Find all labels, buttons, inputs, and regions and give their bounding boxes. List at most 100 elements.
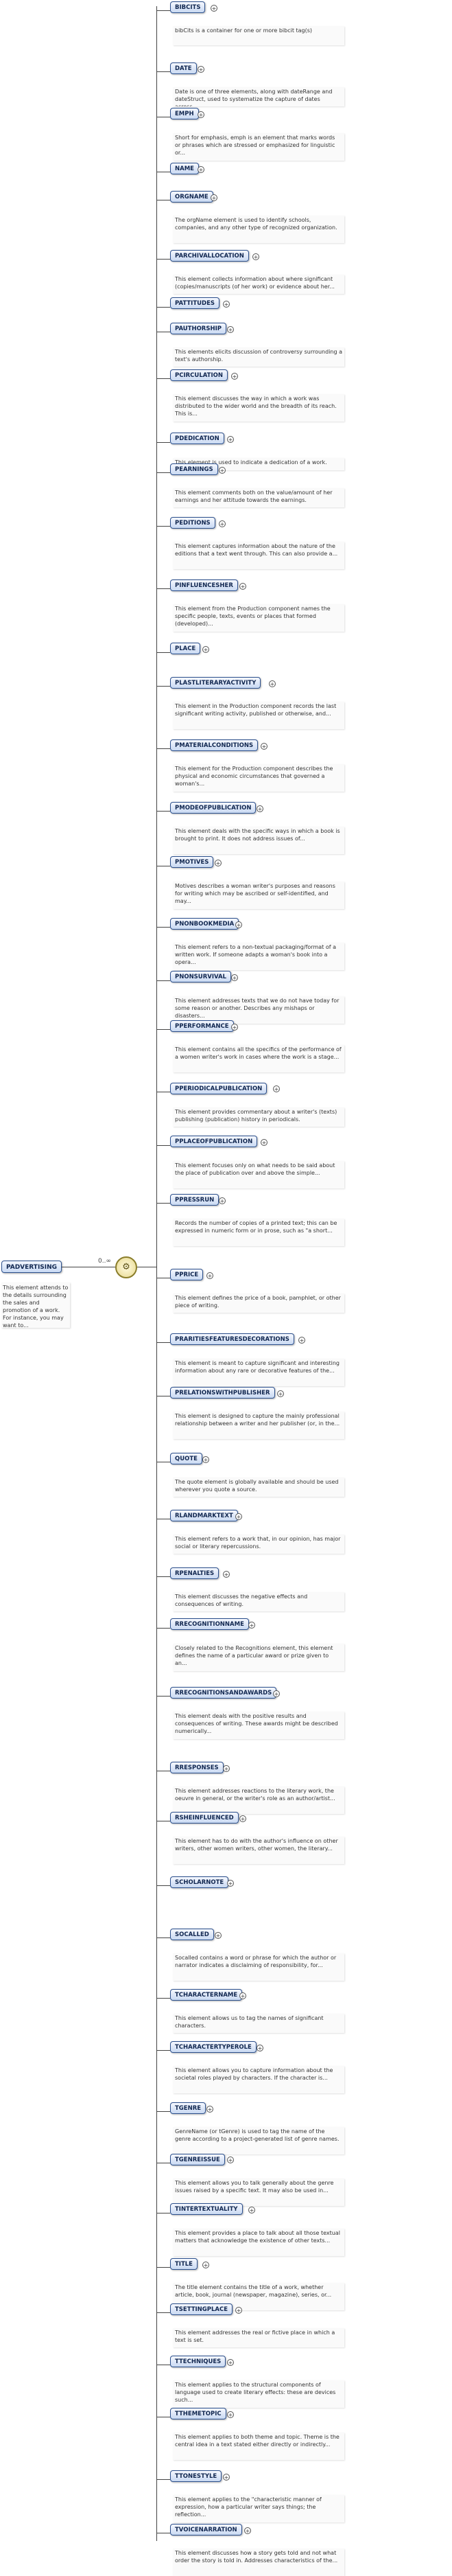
child-element-tvoicenarration[interactable]: TVOICENARRATION [170, 2523, 242, 2535]
child-element-description: This elements elicits discussion of cont… [173, 347, 344, 367]
expand-icon[interactable]: + [261, 742, 267, 750]
expand-icon[interactable]: + [198, 65, 204, 73]
child-element-tthemetopic[interactable]: TTHEMETOPIC [170, 2408, 226, 2420]
expand-icon[interactable]: + [269, 680, 276, 687]
expand-icon[interactable]: + [215, 860, 222, 867]
expand-icon[interactable]: + [206, 2106, 213, 2113]
child-element-quote[interactable]: QUOTE [170, 1452, 202, 1464]
expand-icon[interactable]: + [227, 325, 234, 333]
child-element-ppressrun[interactable]: PPRESSRUN [170, 1193, 219, 1206]
child-element-pdedication[interactable]: PDEDICATION [170, 433, 224, 445]
child-element-rresponses[interactable]: RRESPONSES [170, 1761, 224, 1773]
child-element-parchivallocation[interactable]: PARCHIVALLOCATION [170, 249, 249, 262]
child-element-name[interactable]: NAME [170, 162, 199, 174]
child-element-pauthorship[interactable]: PAUTHORSHIP [170, 322, 226, 334]
child-element-tsettingplace[interactable]: TSETTINGPLACE [170, 2303, 233, 2315]
expand-icon[interactable]: + [215, 1931, 222, 1939]
expand-icon[interactable]: + [248, 2207, 255, 2214]
child-element-tcharactertyperole[interactable]: TCHARACTERTYPEROLE [170, 2040, 257, 2053]
expand-icon[interactable]: + [261, 1139, 267, 1147]
child-element-pprice[interactable]: PPRICE [170, 1268, 204, 1280]
child-element-rlandmarktext[interactable]: RLANDMARKTEXT [170, 1509, 238, 1521]
expand-icon[interactable]: + [223, 1764, 230, 1772]
child-element-pnonbookmedia[interactable]: PNONBOOKMEDIA [170, 917, 239, 930]
expand-icon[interactable]: + [257, 2044, 263, 2051]
expand-icon[interactable]: + [227, 2358, 234, 2366]
child-element-pnonsurvival[interactable]: PNONSURVIVAL [170, 971, 231, 983]
expand-icon[interactable]: + [239, 1992, 246, 1999]
expand-icon[interactable]: + [211, 194, 217, 201]
child-element-tcharactername[interactable]: TCHARACTERNAME [170, 1988, 243, 2001]
expand-icon[interactable]: + [277, 1390, 284, 1397]
child-element-ttechniques[interactable]: TTECHNIQUES [170, 2355, 226, 2367]
expand-icon[interactable]: + [219, 466, 226, 474]
child-element-rsheinfluenced[interactable]: RSHEINFLUENCED [170, 1811, 239, 1824]
child-element-tgenre[interactable]: TGENRE [170, 2102, 206, 2115]
expand-icon[interactable]: + [244, 2527, 251, 2534]
expand-icon[interactable]: + [231, 372, 238, 380]
child-element-emph[interactable]: EMPH [170, 108, 199, 120]
expand-icon[interactable]: + [223, 2474, 230, 2481]
expand-icon[interactable]: + [202, 646, 209, 654]
child-element-pinfluencesher[interactable]: PINFLUENCESHER [170, 579, 238, 591]
child-element-rrecognitionname[interactable]: RRECOGNITIONNAME [170, 1618, 249, 1631]
expand-icon[interactable]: + [273, 1690, 280, 1697]
expand-icon[interactable]: + [248, 1622, 255, 1629]
expand-icon[interactable]: + [239, 1815, 246, 1822]
child-element-description: This element discusses the negative effe… [173, 1592, 344, 1612]
child-element-scholarnote[interactable]: SCHOLARNOTE [170, 1876, 229, 1888]
child-element-bibcits[interactable]: BIBCITS [170, 1, 206, 13]
child-element-praritiesfeaturesdecorations[interactable]: PRARITIESFEATURESDECORATIONS [170, 1333, 294, 1346]
expand-icon[interactable]: + [198, 111, 204, 119]
expand-icon[interactable]: + [298, 1337, 305, 1344]
expand-icon[interactable]: + [211, 4, 217, 12]
expand-icon[interactable]: + [219, 1197, 226, 1204]
expand-icon[interactable]: + [227, 1879, 234, 1887]
child-element-pmodeofpublication[interactable]: PMODEOFPUBLICATION [170, 801, 257, 814]
child-element-prelationswithpublisher[interactable]: PRELATIONSWITHPUBLISHER [170, 1386, 275, 1399]
child-element-rrecognitionsandawards[interactable]: RRECOGNITIONSANDAWARDS [170, 1686, 277, 1699]
choice-compositor-icon[interactable]: ⚙ [115, 1256, 137, 1278]
child-element-title[interactable]: TITLE [170, 2257, 198, 2270]
child-element-description: This element in the Production component… [173, 702, 344, 730]
expand-icon[interactable]: + [231, 974, 238, 982]
child-element-tintertextuality[interactable]: TINTERTEXTUALITY [170, 2203, 243, 2216]
expand-icon[interactable]: + [206, 1272, 213, 1279]
expand-icon[interactable]: + [223, 301, 230, 308]
child-element-pmotives[interactable]: PMOTIVES [170, 856, 214, 869]
expand-icon[interactable]: + [227, 2411, 234, 2419]
child-element-ttonestyle[interactable]: TTONESTYLE [170, 2470, 222, 2483]
child-element-socalled[interactable]: SOCALLED [170, 1928, 214, 1940]
child-element-pattitudes[interactable]: PATTITUDES [170, 297, 220, 310]
child-element-orgname[interactable]: ORGNAME [170, 190, 213, 203]
expand-icon[interactable]: + [227, 2157, 234, 2164]
expand-icon[interactable]: + [231, 1023, 238, 1031]
child-element-plastliteraryactivity[interactable]: PLASTLITERARYACTIVITY [170, 676, 261, 689]
child-element-peditions[interactable]: PEDITIONS [170, 516, 215, 529]
child-element-pmaterialconditions[interactable]: PMATERIALCONDITIONS [170, 739, 259, 751]
child-element-pplaceofpublication[interactable]: PPLACEOFPUBLICATION [170, 1136, 258, 1148]
expand-icon[interactable]: + [202, 2261, 209, 2268]
child-element-pearnings[interactable]: PEARNINGS [170, 463, 218, 475]
child-element-description: This element discusses how a story gets … [173, 2549, 344, 2576]
child-element-rpenalties[interactable]: RPENALTIES [170, 1567, 219, 1579]
expand-icon[interactable]: + [202, 1456, 209, 1463]
expand-icon[interactable]: + [235, 921, 242, 928]
expand-icon[interactable]: + [227, 436, 234, 444]
child-element-tgenreissue[interactable]: TGENREISSUE [170, 2153, 225, 2165]
expand-icon[interactable]: + [219, 520, 226, 527]
child-element-pperiodicalpublication[interactable]: PPERIODICALPUBLICATION [170, 1082, 267, 1094]
child-element-place[interactable]: PLACE [170, 643, 201, 655]
child-element-date[interactable]: DATE [170, 62, 197, 74]
expand-icon[interactable]: + [235, 2306, 242, 2314]
expand-icon[interactable]: + [235, 1513, 242, 1520]
root-element-padvertising[interactable]: PADVERTISING [1, 1261, 62, 1273]
expand-icon[interactable]: + [223, 1570, 230, 1578]
expand-icon[interactable]: + [273, 1085, 280, 1093]
expand-icon[interactable]: + [257, 805, 263, 812]
expand-icon[interactable]: + [252, 253, 259, 260]
child-element-pcirculation[interactable]: PCIRCULATION [170, 369, 228, 381]
expand-icon[interactable]: + [198, 165, 204, 173]
expand-icon[interactable]: + [239, 582, 246, 590]
child-element-pperformance[interactable]: PPERFORMANCE [170, 1020, 234, 1032]
